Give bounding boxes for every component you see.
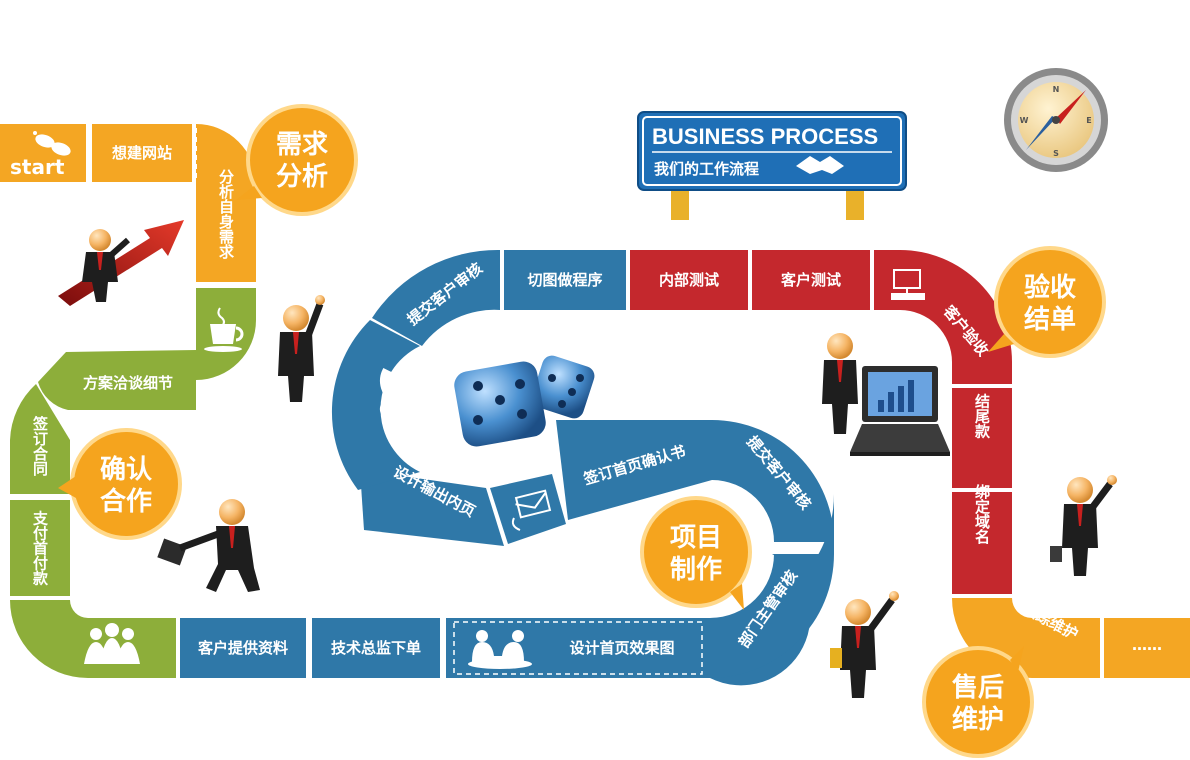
step-s03: 方案洽谈细节 [83,374,173,392]
step-s14: 切图做程序 [527,271,602,289]
growth-arrow-icon [58,220,184,306]
step-s02: 分析自身需求 [217,169,235,260]
bubble-acceptance-line2: 结单 [1024,305,1076,335]
step-s16: 客户测试 [780,271,841,289]
compass-icon: N S W E [1004,68,1108,172]
bubble-project-line2: 制作 [670,555,722,585]
step-s05: 支付首付款 [31,510,49,587]
bubble-project: 项目 制作 [640,496,752,610]
bubble-acceptance: 验收 结单 [988,246,1106,358]
bubble-after-sales-line1: 售后 [952,672,1004,703]
step-s15: 内部测试 [659,271,719,289]
laptop-icon [850,366,950,456]
svg-text:N: N [1053,85,1060,94]
bubble-requirements: 需求 分析 [236,104,358,216]
bubble-confirm-line2: 合作 [100,486,152,517]
sign-title: BUSINESS PROCESS [652,124,878,149]
handshake-icon [468,630,532,669]
svg-text:S: S [1053,149,1059,158]
step-s01: 想建网站 [111,144,172,162]
svg-text:W: W [1020,116,1029,125]
sign-subtitle: 我们的工作流程 [654,160,759,178]
bubble-after-sales-line2: 维护 [952,704,1004,735]
envelope-icon [511,489,552,531]
step-s04: 签订合同 [31,415,49,477]
step-s19: 绑定域名 [973,483,991,545]
handshake-icon [796,156,844,174]
step-s18: 结尾款 [973,393,991,440]
bubble-project-line1: 项目 [670,523,722,553]
business-process-sign: BUSINESS PROCESS 我们的工作流程 [637,111,907,220]
bubble-requirements-line1: 需求 [276,130,328,160]
coffee-cup-icon [204,307,244,352]
road-green [10,288,256,678]
bubble-confirm: 确认 合作 [58,428,182,540]
bubble-confirm-line1: 确认 [100,454,152,485]
start-label: start [10,155,65,179]
computer-icon [891,269,925,300]
meeting-people-icon [84,623,140,664]
step-s21: …… [1132,636,1162,654]
bubble-after-sales: 售后 维护 [922,646,1034,758]
step-s06: 客户提供资料 [197,639,288,657]
step-s07: 技术总监下单 [331,639,421,657]
road-orange [0,124,256,282]
road-red [630,250,1012,594]
svg-text:E: E [1086,116,1091,125]
footprints-icon [33,131,71,156]
step-s08: 设计首页效果图 [569,639,674,657]
bubble-acceptance-line1: 验收 [1024,272,1076,303]
dice-icon [454,355,595,447]
road-blue [180,249,834,686]
telephone-icon [379,367,405,422]
businessman-icon [82,229,1117,698]
bubble-requirements-line2: 分析 [276,162,328,192]
